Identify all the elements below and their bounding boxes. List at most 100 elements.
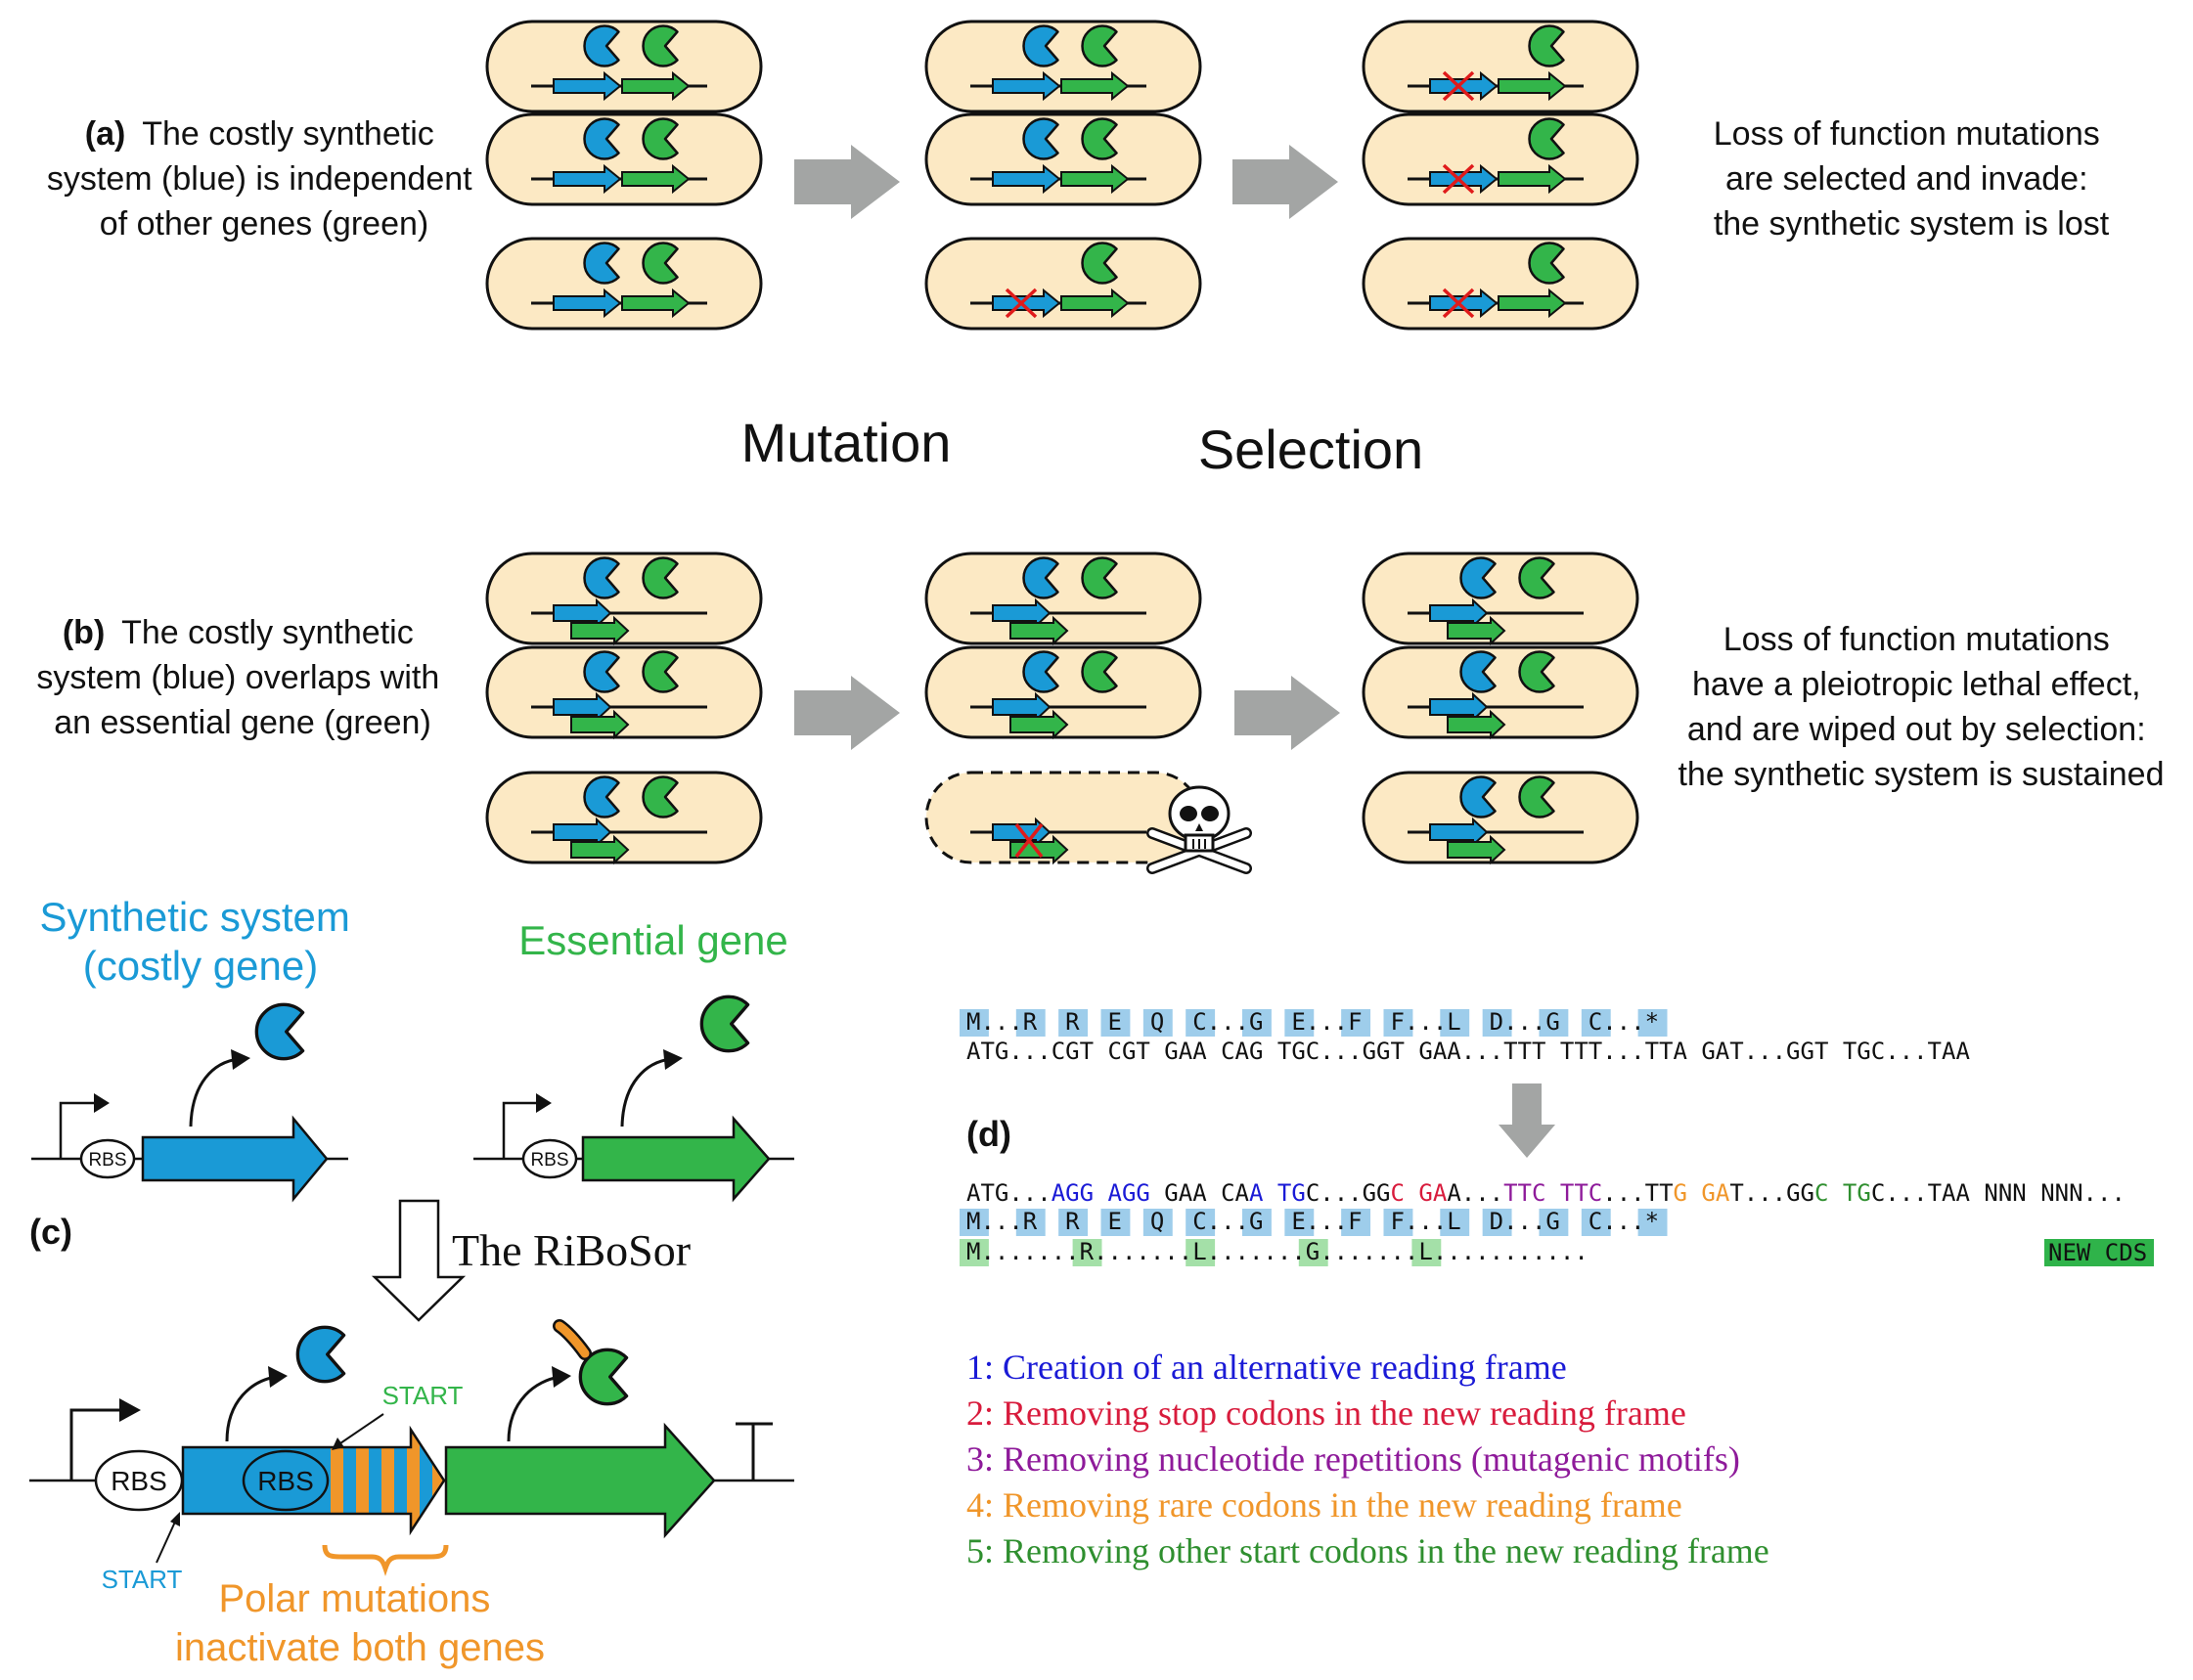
panel-a-result-line-2: are selected and invade:	[1725, 160, 2087, 198]
ribosor-label: The RiBoSor	[452, 1225, 691, 1275]
cell-membrane	[485, 112, 763, 206]
amino-acid-box	[1539, 1209, 1569, 1236]
cell-membrane	[485, 237, 763, 331]
synthetic-title-line-2: (costly gene)	[83, 943, 318, 989]
panel-b-desc-line-2: system (blue) overlaps with	[36, 659, 439, 696]
synthetic-gene-arrow	[992, 163, 1061, 195]
rule-2: 2: Removing stop codons in the new readi…	[966, 1393, 1686, 1433]
amino-acid-box	[1058, 1009, 1089, 1037]
blue-protein-icon	[254, 1002, 305, 1061]
top-aa-row: M...R R E Q C...G E...F F...L D...G C...…	[966, 1008, 1659, 1036]
internal-rbs-label: RBS	[257, 1466, 314, 1496]
panel-d-label: (d)	[966, 1114, 1011, 1154]
promoter-arrow-icon	[536, 1093, 552, 1113]
amino-acid-box	[1284, 1209, 1315, 1236]
amino-acid-box	[960, 1209, 989, 1236]
bacterial-cell	[1362, 645, 1639, 740]
panel-b-label: (b)	[63, 614, 105, 651]
rbs-oval	[521, 1138, 578, 1179]
synthetic-gene-arrow	[1429, 163, 1499, 195]
bottom-aa-row: M...R R E Q C...G E...F F...L D...G C...…	[966, 1208, 1659, 1235]
amino-acid-box	[1242, 1209, 1272, 1236]
synthetic-gene-arrow	[1429, 597, 1489, 629]
essential-gene-arrow	[444, 1422, 716, 1539]
mutation-label: Mutation	[741, 412, 952, 473]
panel-b-result-line-2: have a pleiotropic lethal effect,	[1692, 666, 2141, 703]
mutation-cross-icon	[1442, 70, 1475, 102]
synthetic-gene-arrow	[553, 287, 622, 319]
synthetic-gene-arrow	[992, 287, 1061, 319]
synthetic-gene-arrow	[181, 1425, 446, 1536]
nucleotide-segment: A...	[1447, 1179, 1503, 1207]
panel-a-desc-line-3: of other genes (green)	[100, 205, 428, 243]
bacterial-cell	[924, 552, 1202, 646]
essential-gene-title: Essential gene	[518, 917, 788, 963]
panel-a-result-line-1: Loss of function mutations	[1714, 115, 2100, 153]
polar-line-2: inactivate both genes	[175, 1626, 545, 1669]
essential-gene-arrow	[1447, 834, 1506, 865]
bacterial-cell	[924, 112, 1202, 206]
bacterial-cell	[1362, 237, 1639, 331]
panel-a-cells	[485, 20, 1639, 331]
essential-gene-arrow	[570, 834, 630, 865]
skull-crossbones-icon	[1146, 785, 1252, 874]
panel-c: Synthetic system (costly gene) Essential…	[29, 894, 794, 1669]
panel-b-desc-line-1: The costly synthetic	[121, 614, 414, 651]
green-protein-icon	[699, 995, 750, 1053]
synthetic-gene-construct: RBS	[31, 1002, 348, 1203]
amino-acid-box	[1284, 1009, 1315, 1037]
panel-d: M...R R E Q C...G E...F F...L D...G C...…	[960, 1008, 2154, 1570]
rule-3: 3: Removing nucleotide repetitions (muta…	[966, 1439, 1740, 1479]
start-label-internal: START	[382, 1381, 464, 1410]
green-gene-arrow	[1060, 287, 1130, 319]
bacterial-cell	[485, 237, 763, 331]
mutation-cross-icon	[1442, 163, 1475, 195]
rule-1: 1: Creation of an alternative reading fr…	[966, 1348, 1567, 1387]
amino-acid-box	[1186, 1009, 1216, 1037]
amino-acid-box	[1383, 1209, 1413, 1236]
nucleotide-segment: ATG...	[966, 1179, 1052, 1207]
amino-acid-box	[1581, 1209, 1611, 1236]
polar-brace	[322, 1544, 449, 1576]
polar-line-1: Polar mutations	[218, 1577, 490, 1620]
top-aa-boxes	[960, 1009, 1668, 1037]
amino-acid-box	[1539, 1009, 1569, 1037]
essential-gene-arrow	[581, 1115, 771, 1203]
amino-acid-box	[1440, 1209, 1470, 1236]
green-gene-arrow	[1498, 70, 1567, 102]
cell-membrane	[924, 112, 1202, 206]
internal-rbs-oval	[242, 1449, 330, 1512]
mutation-cross-icon	[1005, 287, 1038, 319]
synthetic-gene-arrow	[1429, 691, 1489, 723]
panel-d-down-arrow	[1499, 1083, 1555, 1158]
promoter-arrow-icon	[94, 1093, 110, 1113]
synthetic-gene-arrow	[141, 1115, 329, 1203]
bacterial-cell	[1362, 20, 1639, 113]
rbs-oval	[79, 1138, 136, 1179]
amino-acid-box	[1341, 1009, 1371, 1037]
panel-a-result: Loss of function mutations are selected …	[1714, 115, 2110, 243]
nucleotide-segment: TTC TTC	[1503, 1179, 1602, 1207]
green-gene-arrow	[621, 163, 691, 195]
nucleotide-segment: A TG	[1249, 1179, 1306, 1207]
panel-b: (b) The costly synthetic system (blue) o…	[36, 552, 2165, 874]
synthetic-gene-arrow	[553, 70, 622, 102]
nucleotide-segment: T...GG	[1729, 1179, 1814, 1207]
essential-gene-arrow	[570, 615, 630, 646]
new-frame-boxes	[960, 1239, 1442, 1266]
panel-b-description: (b) The costly synthetic system (blue) o…	[36, 614, 448, 741]
cell-membrane	[485, 20, 763, 113]
bacterial-cell	[1362, 771, 1639, 865]
bottom-aa-boxes	[960, 1209, 1668, 1236]
panel-a-desc-line-1: The costly synthetic	[142, 115, 434, 153]
rbs-label: RBS	[530, 1150, 568, 1171]
amino-acid-box	[1100, 1009, 1131, 1037]
cell-membrane	[1362, 20, 1639, 113]
amino-acid-box	[1581, 1009, 1611, 1037]
terminator-icon	[736, 1422, 773, 1481]
ribosor-down-arrow	[371, 1199, 467, 1322]
expression-arrow-icon	[225, 1375, 277, 1442]
synthetic-gene-arrow	[992, 597, 1052, 629]
expression-arrow-icon	[507, 1375, 560, 1442]
bacterial-cell	[485, 552, 763, 646]
